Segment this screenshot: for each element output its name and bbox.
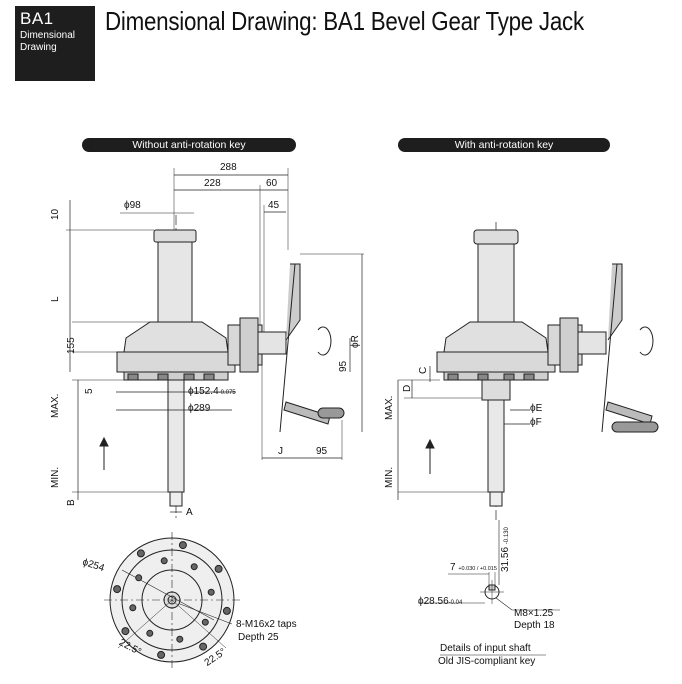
tap-hole [160,557,168,565]
dim-phi2856-tolerance: -0.04 [448,600,463,606]
badge-line-1: Dimensional [20,30,76,41]
dim-10: 10 [50,208,61,220]
dim-phi289: ϕ289 [188,403,211,414]
taps-depth: Depth 25 [238,632,279,643]
tap-hole [207,588,215,596]
dim-3156-tolerance: -0.130 [504,527,510,545]
tap-hole [146,629,154,637]
tap-hole [190,563,198,571]
dim-phi98: ϕ98 [124,200,141,211]
tap-hole [178,541,187,550]
dim-B: B [66,499,77,506]
shaft-caption-1: Details of input shaft [440,643,531,654]
dim-3156: 31.56 -0.130 [500,527,513,572]
tap-hole [136,549,145,558]
dim-95-side: 95 [338,360,349,372]
dim-5: 5 [84,388,95,394]
taps-label: 8-M16x2 taps [236,619,297,630]
badge-line-2: Drawing [20,42,57,53]
tap-hole [113,585,122,594]
dim-phiR: ϕR [350,335,361,348]
left-jack-view [66,168,364,520]
tap-hole [135,574,143,582]
label-max: MAX. [50,393,61,418]
dim-95-bottom: 95 [316,446,328,457]
dim-phiE: ϕE [530,403,543,414]
caption-without-key: Without anti-rotation key [82,138,296,152]
caption-with-key: With anti-rotation key [398,138,610,152]
tap-hole [199,642,208,651]
dim-phi152-tolerance: -0.075 [218,390,236,396]
dim-288: 288 [220,162,237,173]
tap-hole [201,618,209,626]
flange-tap-holes [113,541,231,659]
drawing-badge: BA1 Dimensional Drawing [15,6,95,81]
tap-hole [176,635,184,643]
dim-J: J [278,446,283,457]
dim-C: C [418,366,429,374]
dim-45: 45 [268,200,280,211]
dim-phi2856: ϕ28.56-0.04 [418,596,462,609]
tap-hole [222,606,231,615]
flange-bottom-view [104,532,240,668]
input-shaft-detail [418,520,560,656]
dim-L: L [50,296,61,302]
dim-phi152-value: ϕ152.4 [188,386,219,397]
label-min-right: MIN. [384,466,395,488]
shaft-caption-2: Old JIS-compliant key [438,656,536,667]
dim-phiF: ϕF [530,417,542,428]
label-max-right: MAX. [384,395,395,420]
tap-hole [121,627,130,636]
dim-155: 155 [66,337,77,354]
dim-60: 60 [266,178,278,189]
thread-depth: Depth 18 [514,620,555,631]
dim-7-value: 7 [450,562,456,573]
dim-phi2856-value: ϕ28.56 [418,596,449,607]
right-jack-view [397,222,659,520]
dim-228: 228 [204,178,221,189]
badge-code: BA1 [20,9,54,28]
badge-subtitle: Dimensional Drawing [20,30,75,54]
dim-3156-value: 31.56 [500,546,511,572]
thread-label: M8×1.25 [514,608,554,619]
dim-7-tolerance: +0.030 / +0.015 [458,566,497,572]
label-min: MIN. [50,466,61,488]
dim-phi152: ϕ152.4-0.075 [188,386,236,399]
page-title: Dimensional Drawing: BA1 Bevel Gear Type… [105,6,584,36]
tap-hole [214,564,223,573]
tap-hole [129,604,137,612]
dim-D: D [402,384,413,392]
dim-7: 7 +0.030 / +0.015 [450,562,497,575]
tap-hole [157,650,166,659]
dim-A: A [186,507,193,518]
